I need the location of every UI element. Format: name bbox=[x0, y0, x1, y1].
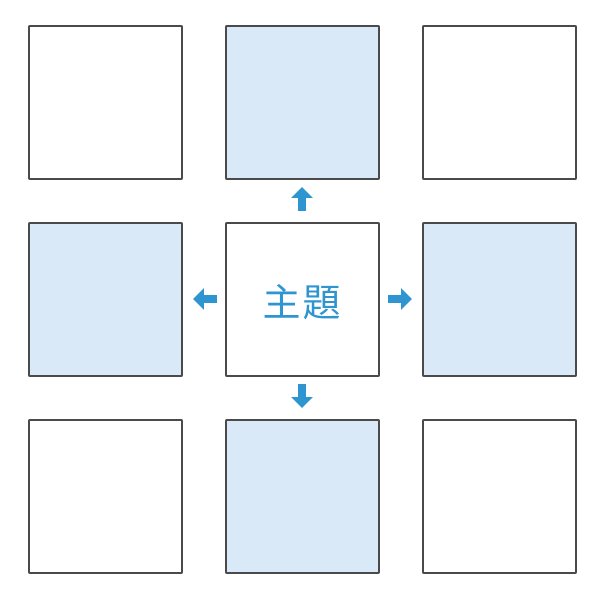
grid-cell-bottom-center bbox=[225, 419, 380, 574]
grid-cell-middle-right bbox=[422, 222, 577, 377]
center-topic-label: 主題 bbox=[262, 281, 343, 325]
grid-cell-bottom-right bbox=[422, 419, 577, 574]
arrow-left-icon bbox=[190, 284, 220, 314]
grid-cell-top-center bbox=[225, 25, 380, 180]
grid-cell-top-right bbox=[422, 25, 577, 180]
center-topic-cell: 主題 bbox=[225, 222, 380, 377]
grid-cell-top-left bbox=[28, 25, 183, 180]
arrow-up-icon bbox=[287, 184, 317, 214]
grid-cell-bottom-left bbox=[28, 419, 183, 574]
grid-cell-middle-left bbox=[28, 222, 183, 377]
arrow-right-icon bbox=[385, 284, 415, 314]
arrow-down-icon bbox=[287, 381, 317, 411]
